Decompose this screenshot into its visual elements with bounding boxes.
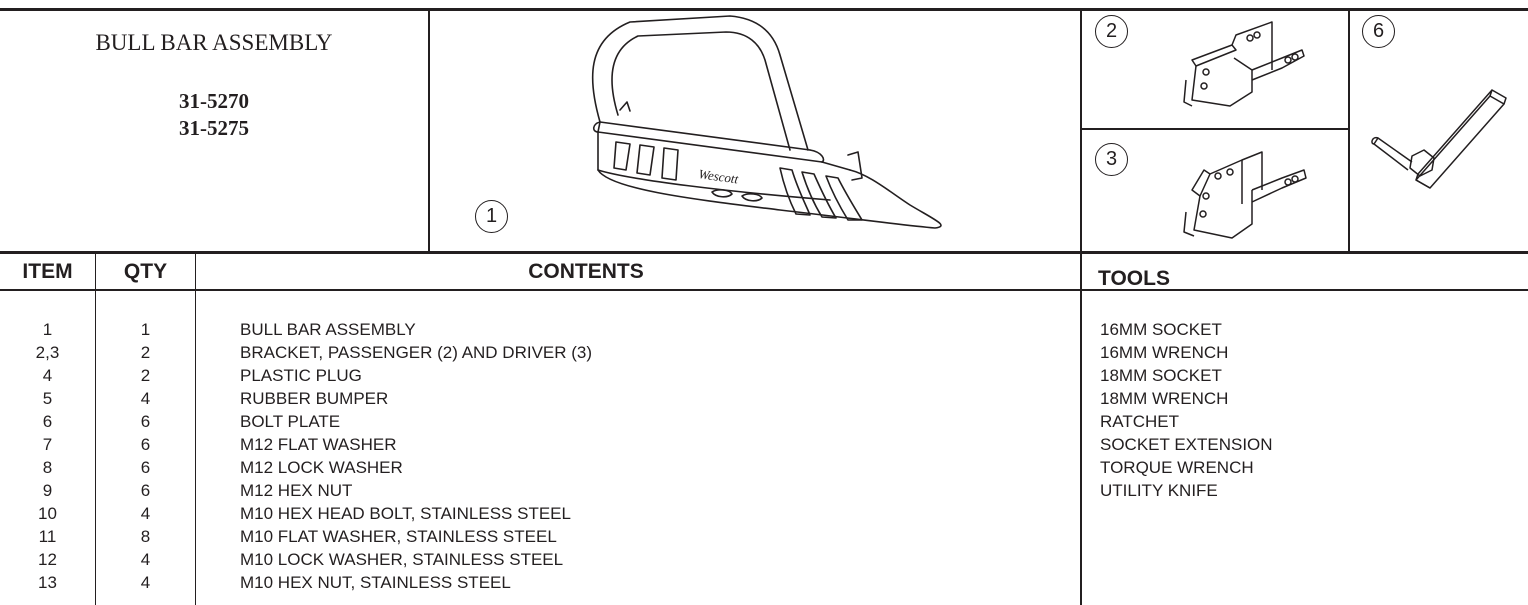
- header-top-line: [0, 251, 1528, 254]
- item-qty: 6: [140, 412, 151, 431]
- item-qty: 4: [140, 504, 151, 523]
- header-item: ITEM: [22, 260, 73, 283]
- bolt-plate-drawing: [1371, 89, 1507, 189]
- item-description: M10 HEX HEAD BOLT, STAINLESS STEEL: [240, 504, 571, 523]
- callout-6: 6: [1362, 15, 1395, 48]
- tool-item: 16MM WRENCH: [1100, 343, 1229, 362]
- item-description: M12 FLAT WASHER: [240, 435, 397, 454]
- header-bottom-line: [0, 289, 1528, 291]
- divider-item-qty: [95, 252, 96, 605]
- item-qty: 1: [140, 320, 151, 339]
- callout-1: 1: [475, 200, 508, 233]
- item-qty: 4: [140, 389, 151, 408]
- item-qty: 4: [140, 550, 151, 569]
- tool-item: RATCHET: [1100, 412, 1180, 431]
- header-contents: CONTENTS: [528, 260, 644, 283]
- tool-item: 16MM SOCKET: [1100, 320, 1222, 339]
- item-number: 13: [38, 573, 57, 592]
- item-description: M10 LOCK WASHER, STAINLESS STEEL: [240, 550, 564, 569]
- bracket-driver-drawing: [1183, 151, 1307, 239]
- item-number: 7: [42, 435, 53, 454]
- item-number: 6: [42, 412, 53, 431]
- item-qty: 2: [140, 343, 151, 362]
- assembly-title: BULL BAR ASSEMBLY: [95, 30, 333, 55]
- item-description: M12 LOCK WASHER: [240, 458, 403, 477]
- item-number: 5: [42, 389, 53, 408]
- item-qty: 2: [140, 366, 151, 385]
- bull-bar-drawing: Wescott: [591, 15, 942, 229]
- bracket-passenger-drawing: [1183, 21, 1305, 107]
- callout-2: 2: [1095, 15, 1128, 48]
- item-qty: 6: [140, 481, 151, 500]
- header-qty: QTY: [123, 260, 168, 283]
- divider-title-image: [428, 8, 430, 252]
- part-number: 31-5275: [179, 116, 249, 140]
- item-description: BOLT PLATE: [240, 412, 341, 431]
- item-number: 10: [38, 504, 57, 523]
- item-description: BULL BAR ASSEMBLY: [240, 320, 416, 339]
- item-number: 11: [38, 527, 57, 546]
- divider-brackets-plate: [1348, 8, 1350, 252]
- tool-item: 18MM SOCKET: [1100, 366, 1222, 385]
- item-qty: 6: [140, 435, 151, 454]
- item-description: PLASTIC PLUG: [240, 366, 362, 385]
- tool-item: UTILITY KNIFE: [1100, 481, 1218, 500]
- divider-qty-contents: [195, 252, 196, 605]
- item-number: 4: [42, 366, 53, 385]
- divider-contents-tools: [1080, 8, 1082, 605]
- tool-item: SOCKET EXTENSION: [1100, 435, 1273, 454]
- item-description: M10 HEX NUT, STAINLESS STEEL: [240, 573, 511, 592]
- item-number: 8: [42, 458, 53, 477]
- tool-item: 18MM WRENCH: [1100, 389, 1229, 408]
- item-description: M10 FLAT WASHER, STAINLESS STEEL: [240, 527, 557, 546]
- item-number: 9: [42, 481, 53, 500]
- callout-3: 3: [1095, 143, 1128, 176]
- item-description: M12 HEX NUT: [240, 481, 353, 500]
- item-qty: 4: [140, 573, 151, 592]
- item-qty: 6: [140, 458, 151, 477]
- logo-script: Wescott: [698, 166, 740, 186]
- item-qty: 8: [140, 527, 151, 546]
- item-description: RUBBER BUMPER: [240, 389, 389, 408]
- item-number: 12: [38, 550, 57, 569]
- header-tools: TOOLS: [1098, 267, 1170, 290]
- item-description: BRACKET, PASSENGER (2) AND DRIVER (3): [240, 343, 593, 362]
- tool-item: TORQUE WRENCH: [1100, 458, 1254, 477]
- top-border: [0, 8, 1528, 11]
- item-number: 1: [42, 320, 53, 339]
- divider-bracket-2-3: [1081, 128, 1349, 130]
- item-number: 2,3: [35, 343, 60, 362]
- part-number: 31-5270: [179, 89, 249, 113]
